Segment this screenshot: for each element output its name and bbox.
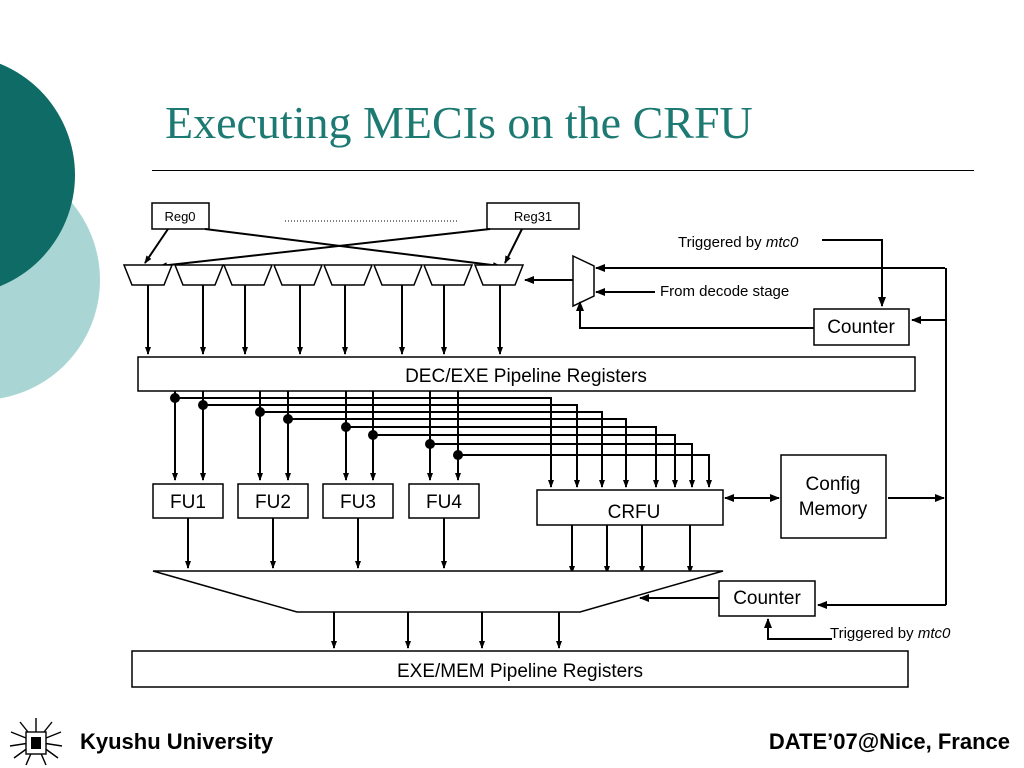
counter-top-label: Counter bbox=[827, 317, 895, 338]
operand-routing bbox=[172, 391, 712, 488]
reg0-to-mux1 bbox=[144, 228, 169, 264]
slide-title: Executing MECIs on the CRFU bbox=[165, 97, 753, 148]
mux-4 bbox=[272, 264, 324, 286]
reg0-label: Reg0 bbox=[164, 209, 195, 224]
fu4-box bbox=[408, 483, 480, 519]
reg0-box bbox=[151, 202, 210, 230]
exe-mem-label: EXE/MEM Pipeline Registers bbox=[397, 661, 643, 682]
config-label-line2: Memory bbox=[799, 499, 868, 520]
dec-exe-label: DEC/EXE Pipeline Registers bbox=[405, 366, 647, 387]
fu4-label: FU4 bbox=[426, 492, 462, 513]
mux-outputs bbox=[145, 285, 503, 355]
select-mux bbox=[572, 254, 595, 308]
footer-university: Kyushu University bbox=[80, 729, 274, 754]
trigger-top-arrow bbox=[822, 239, 886, 307]
from-decode-label: From decode stage bbox=[660, 283, 789, 300]
mux-2 bbox=[173, 264, 225, 286]
mux-5 bbox=[322, 264, 374, 286]
counter-bottom-box bbox=[718, 580, 816, 617]
counter-top-box bbox=[813, 308, 910, 346]
mux-1 bbox=[122, 264, 174, 286]
fu3-label: FU3 bbox=[340, 492, 376, 513]
fu1-label: FU1 bbox=[170, 492, 206, 513]
junction-dots bbox=[170, 393, 463, 460]
title-divider bbox=[152, 170, 974, 171]
reg31-to-mux8 bbox=[504, 228, 523, 264]
trigger-bottom-arrow bbox=[764, 618, 832, 640]
fu-outputs bbox=[185, 518, 447, 569]
output-mux-outputs bbox=[331, 612, 562, 649]
dark-circle bbox=[0, 63, 75, 287]
university-logo-icon bbox=[9, 718, 63, 766]
mux-7 bbox=[422, 264, 474, 286]
counter-bottom-label: Counter bbox=[733, 588, 801, 609]
footer-conference: DATE’07@Nice, France bbox=[768, 729, 1010, 754]
mux-row bbox=[122, 264, 525, 286]
config-label-line1: Config bbox=[806, 474, 861, 495]
reg31-box bbox=[486, 202, 580, 230]
reg31-label: Reg31 bbox=[514, 209, 552, 224]
exe-mem-registers bbox=[131, 650, 909, 688]
fu1-box bbox=[152, 483, 224, 519]
triggered-bottom-label: Triggered by mtc0 bbox=[830, 625, 951, 642]
config-memory-box bbox=[780, 454, 887, 539]
output-mux bbox=[152, 570, 724, 613]
mux-6 bbox=[372, 264, 424, 286]
crfu-label: CRFU bbox=[608, 502, 661, 523]
crfu-box bbox=[536, 489, 724, 526]
crfu-outputs bbox=[569, 525, 693, 574]
reg31-to-mux1 bbox=[159, 228, 491, 269]
fu2-label: FU2 bbox=[255, 492, 291, 513]
triggered-top-label: Triggered by mtc0 bbox=[678, 234, 799, 251]
reg0-to-mux8 bbox=[204, 228, 501, 269]
fu2-box bbox=[237, 483, 309, 519]
fu3-box bbox=[322, 483, 394, 519]
mux-3 bbox=[222, 264, 274, 286]
counter-top-to-mux bbox=[576, 301, 814, 329]
dec-exe-registers bbox=[137, 356, 916, 392]
mux-8 bbox=[473, 264, 525, 286]
